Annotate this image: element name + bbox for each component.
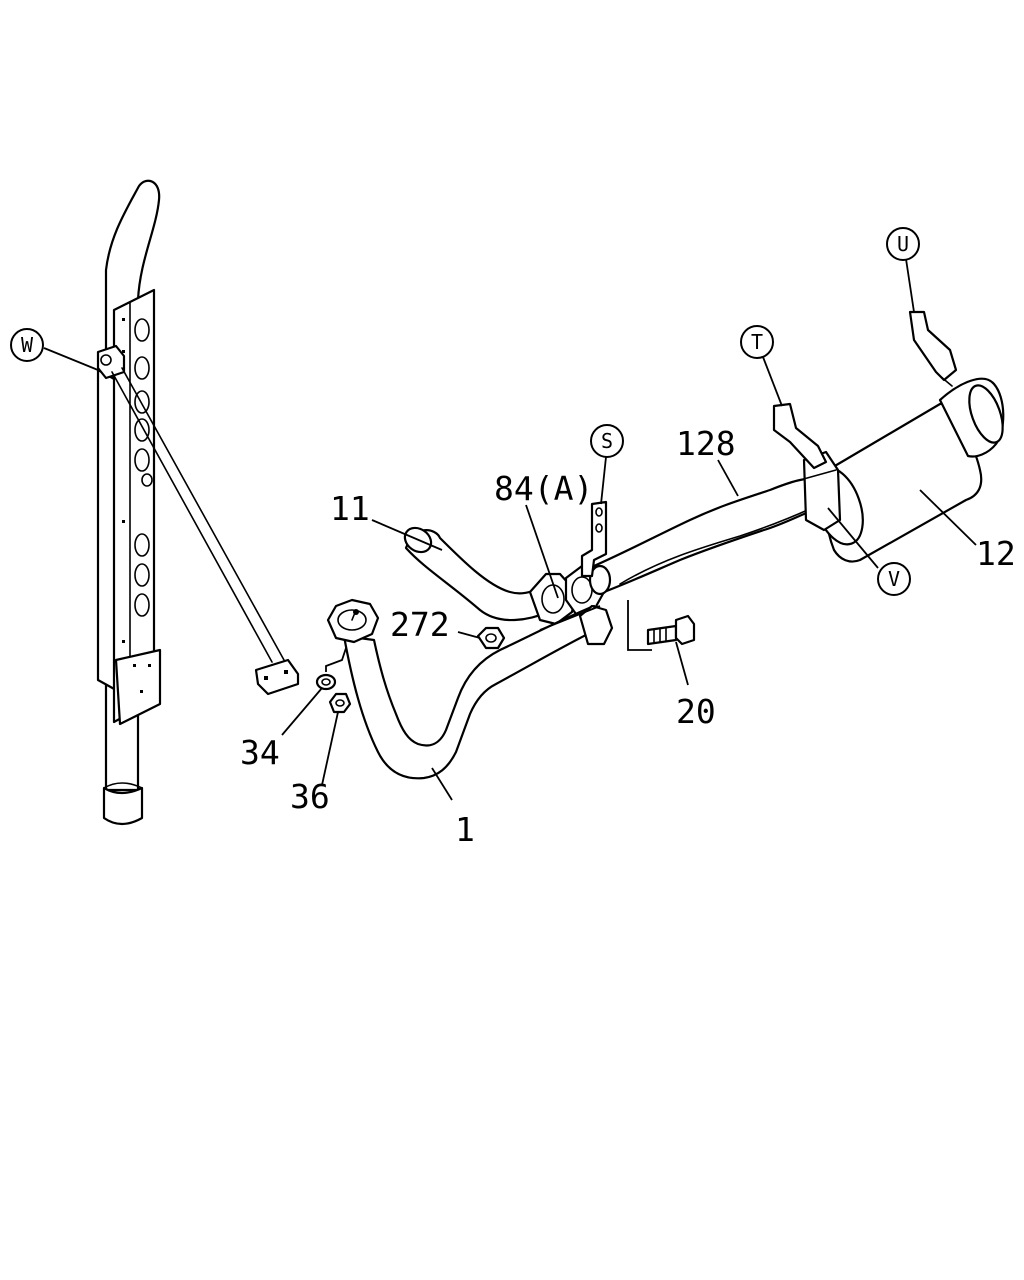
- nut-272: [476, 626, 506, 650]
- callout-w: W: [10, 328, 44, 362]
- label-36: 36: [290, 777, 330, 816]
- pipe-128: [588, 477, 830, 596]
- svg-text:U: U: [897, 232, 909, 256]
- bracket-s: [580, 500, 608, 578]
- label-11: 11: [330, 489, 370, 528]
- label-128: 128: [676, 424, 736, 463]
- callout-u: U: [886, 227, 920, 261]
- leader-lines: [43, 258, 977, 801]
- muffler-12: [772, 310, 1005, 563]
- svg-text:W: W: [21, 333, 34, 357]
- label-34: 34: [240, 733, 280, 772]
- reference-callouts: W S T U V: [10, 227, 920, 596]
- label-84a: 84(A): [494, 469, 593, 508]
- callout-v: V: [877, 562, 911, 596]
- svg-text:V: V: [888, 567, 900, 591]
- svg-text:T: T: [751, 330, 763, 354]
- label-12: 12: [976, 534, 1016, 573]
- callout-s: S: [590, 424, 624, 458]
- washer-34: [315, 673, 337, 691]
- callout-t: T: [740, 325, 774, 359]
- front-pipe-1: [326, 598, 614, 780]
- bolt-20: [646, 614, 696, 646]
- label-1: 1: [455, 810, 475, 849]
- nut-36: [328, 692, 352, 714]
- label-272: 272: [390, 605, 450, 644]
- svg-text:S: S: [601, 429, 613, 453]
- vertical-exhaust-stack: [96, 179, 300, 826]
- tailpipe-11: [403, 526, 550, 622]
- label-20: 20: [676, 692, 716, 731]
- part-number-labels: 11 84(A) 128 12 272 20 34 36 1: [240, 424, 1016, 849]
